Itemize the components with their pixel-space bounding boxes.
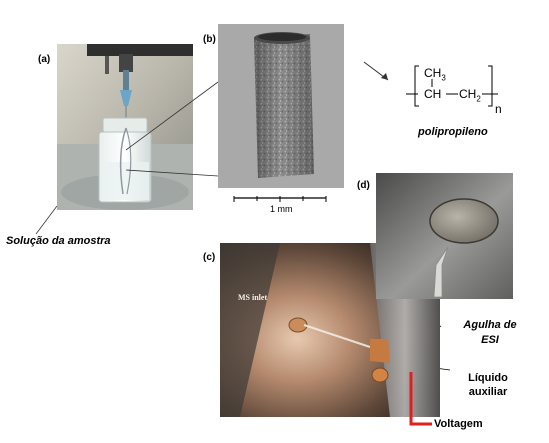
label-sample-solution: Solução da amostra	[6, 235, 111, 247]
formula-n: n	[495, 102, 502, 116]
label-esi-needle-line1: Agulha de	[463, 319, 517, 331]
formula-ch: CH	[424, 87, 442, 101]
formula-ch3-sub: 3	[441, 73, 446, 83]
label-ms-inlet: MS inlet	[238, 293, 268, 302]
label-polypropylene: polipropileno	[418, 126, 488, 138]
label-aux-liquid-line2: auxiliar	[468, 386, 508, 398]
sem-image-porous-tube	[218, 24, 344, 188]
panel-label-c: (c)	[203, 252, 216, 263]
formula-ch2: CH	[459, 87, 477, 101]
panel-label-b: (b)	[203, 34, 216, 45]
label-aux-liquid-line1: Líquido	[468, 372, 508, 384]
polypropylene-formula: CH3 CH CH2 n	[402, 62, 510, 118]
scale-bar-label: 1 mm	[270, 204, 293, 214]
label-esi-needle-line2: ESI	[481, 334, 499, 346]
voltage-wire	[409, 372, 432, 426]
panel-label-d: (d)	[357, 180, 370, 191]
panel-label-a: (a)	[38, 54, 51, 65]
label-auxiliary-liquid: Líquido auxiliar	[454, 371, 522, 399]
label-esi-needle: Agulha de ESI	[454, 318, 526, 348]
label-voltage: Voltagem	[434, 418, 483, 430]
formula-ch3: CH	[424, 66, 442, 80]
photo-sample-vial	[57, 44, 193, 210]
photo-needle-inset	[376, 173, 513, 299]
scale-bar	[232, 196, 328, 206]
formula-ch2-sub: 2	[476, 94, 481, 104]
